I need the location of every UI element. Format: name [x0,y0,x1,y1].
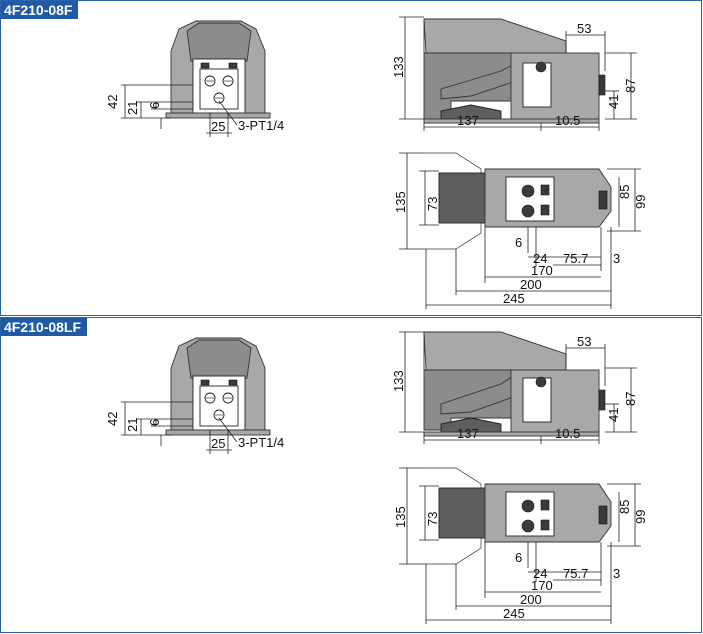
dim-21: 21 [125,418,140,432]
dim-133: 133 [391,56,406,78]
top-view: 135 73 85 99 6 24 75.7 3 170 200 24 [393,467,648,624]
dim-137: 137 [457,426,479,441]
dim-42: 42 [105,95,120,109]
side-view: 133 53 87 41 137 10.5 [391,16,638,131]
dim-245: 245 [503,606,525,621]
dim-6-top: 6 [515,550,522,565]
dim-3: 3 [613,566,620,581]
dim-53: 53 [577,334,591,349]
top-view: 135 73 85 99 6 24 75.7 3 170 200 24 [393,152,648,309]
dim-3: 3 [613,251,620,266]
dim-245: 245 [503,291,525,306]
dim-6: 6 [147,419,162,426]
dim-75-7: 75.7 [563,251,588,266]
dim-10-5: 10.5 [555,426,580,441]
technical-drawing: 42 21 6 25 3-PT1/4 133 [105,16,648,309]
dim-85: 85 [617,500,632,514]
model-label: 4F210-08F [1,1,79,19]
dim-99: 99 [633,195,648,209]
dim-42: 42 [105,412,120,426]
dim-25: 25 [211,119,225,134]
dim-87: 87 [623,79,638,93]
dim-200: 200 [520,592,542,607]
dim-133: 133 [391,370,406,392]
dim-73: 73 [425,197,440,211]
dim-170: 170 [531,578,553,593]
side-view: 133 53 87 41 137 10.5 [391,331,638,444]
dim-6-top: 6 [515,235,522,250]
drawing-panel-4f210-08f: 4F210-08F 42 21 6 [0,0,702,316]
dim-24: 24 [533,566,547,581]
dim-73: 73 [425,512,440,526]
front-view: 42 21 6 25 3-PT1/4 [105,20,284,137]
dim-41: 41 [606,408,621,422]
dim-85: 85 [617,185,632,199]
dim-75-7: 75.7 [563,566,588,581]
dim-21: 21 [125,101,140,115]
port-spec: 3-PT1/4 [238,118,284,133]
dim-99: 99 [633,510,648,524]
dim-135: 135 [393,506,408,528]
dim-6: 6 [147,102,162,109]
front-view: 42 21 6 25 3-PT1/4 [105,337,284,454]
dim-53: 53 [577,21,591,36]
dim-135: 135 [393,191,408,213]
dim-137: 137 [457,113,479,128]
dim-41: 41 [606,95,621,109]
port-spec: 3-PT1/4 [238,435,284,450]
dim-25: 25 [211,436,225,451]
dim-87: 87 [623,392,638,406]
dim-10-5: 10.5 [555,113,580,128]
drawing-panel-4f210-08lf: 4F210-08LF 42 21 6 25 [0,317,702,633]
dim-24: 24 [533,251,547,266]
dim-200: 200 [520,277,542,292]
dim-170: 170 [531,263,553,278]
model-label: 4F210-08LF [1,318,88,336]
technical-drawing: 42 21 6 25 3-PT1/4 133 53 [105,331,648,624]
